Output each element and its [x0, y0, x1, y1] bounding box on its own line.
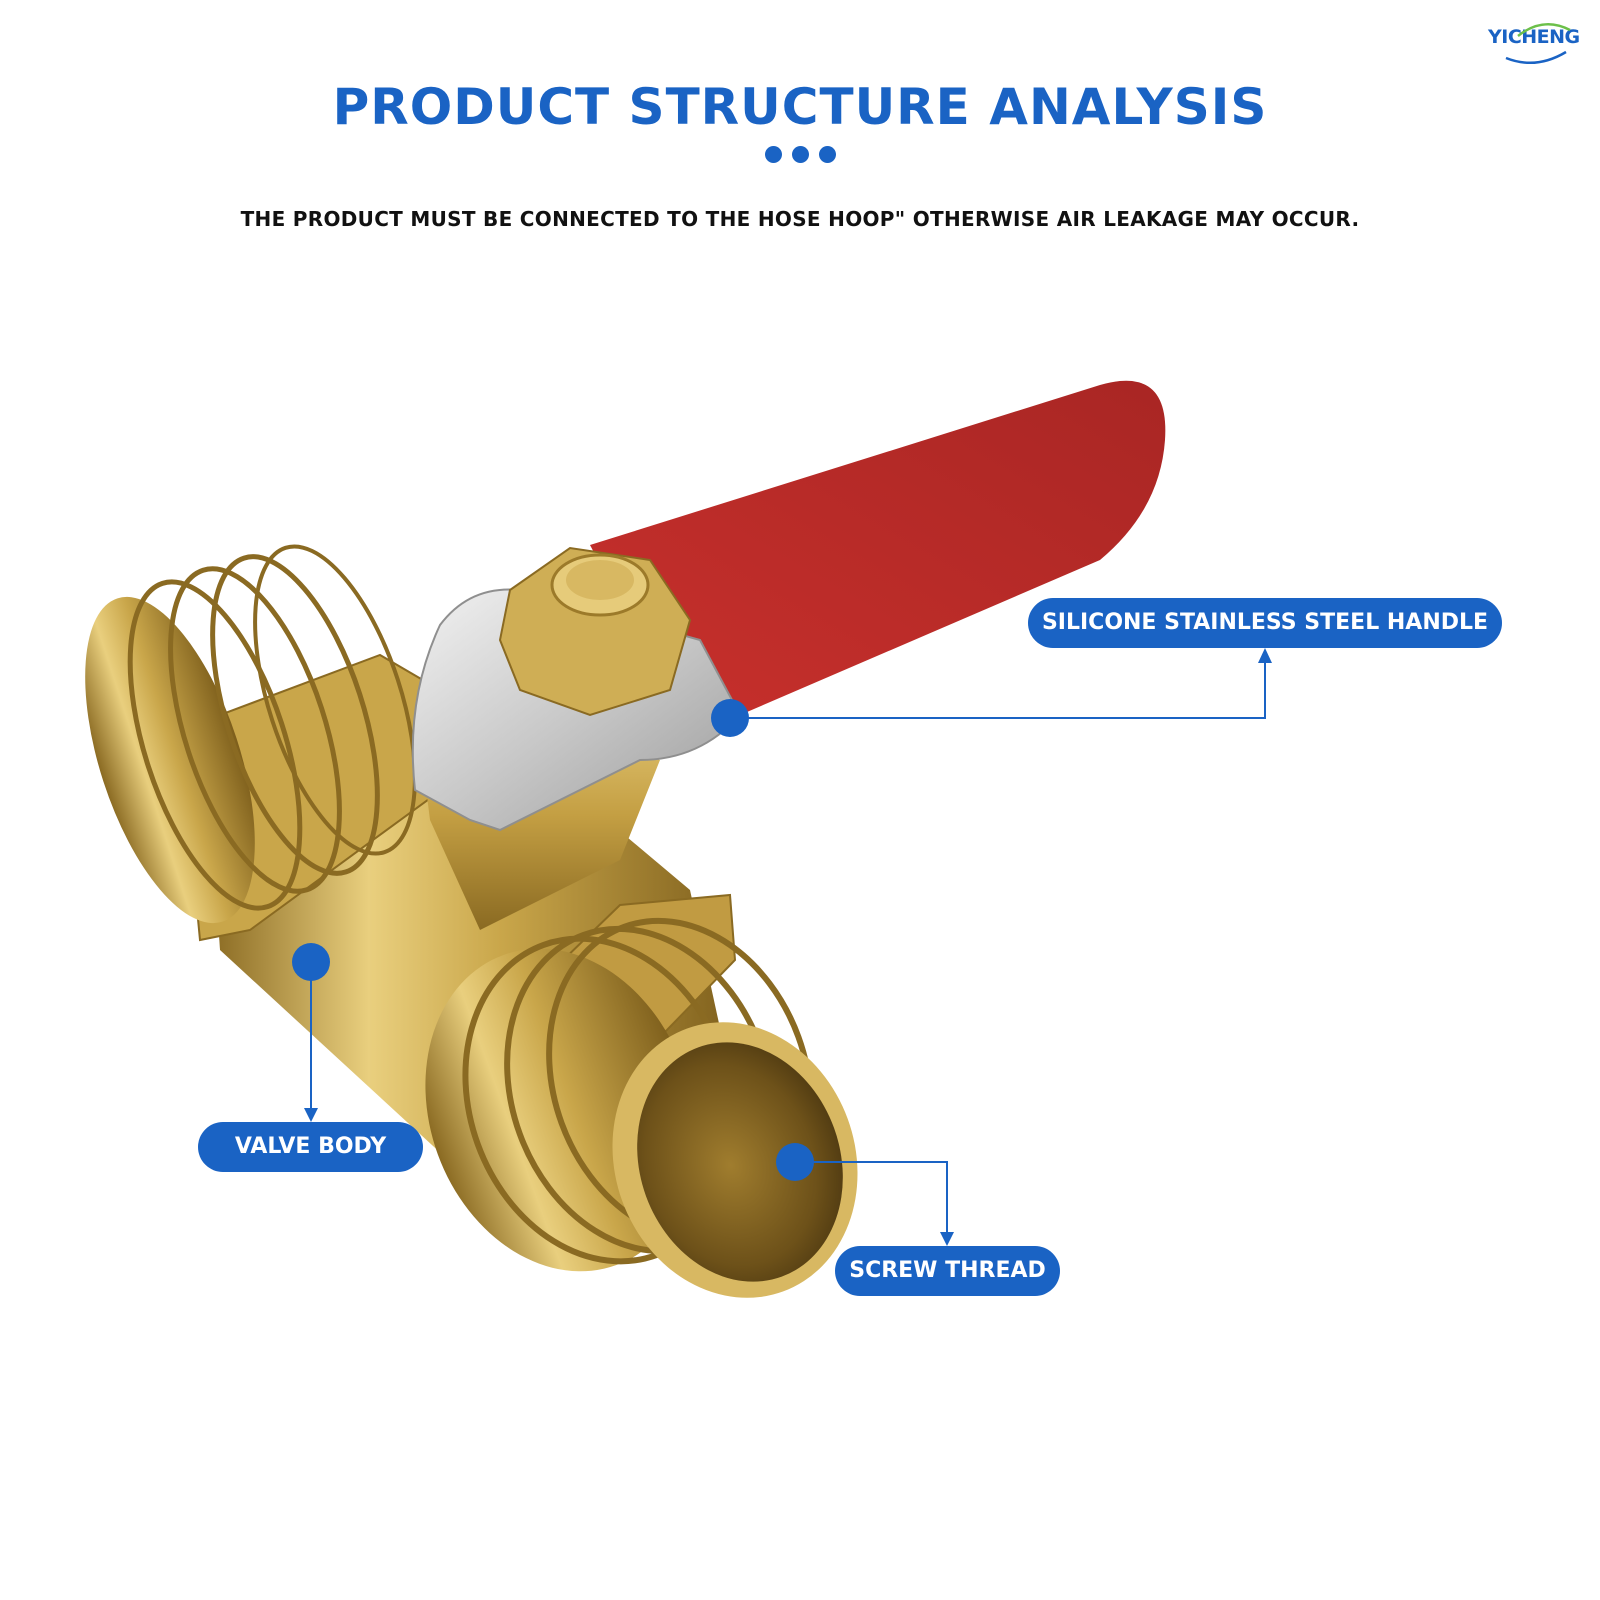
arrow-down-icon: [304, 1108, 318, 1122]
handle-grip: [590, 380, 1166, 715]
divider-dot: [791, 146, 809, 163]
handle-anchor-dot: [711, 699, 749, 737]
left-thread-shape: [85, 544, 417, 924]
body-anchor-dot: [292, 943, 330, 981]
handle-leader-line: [730, 655, 1266, 719]
callout-handle-label: SILICONE STAINLESS STEEL HANDLE: [1028, 598, 1502, 648]
arrow-up-icon: [1258, 648, 1272, 663]
thread-leader-line: [795, 1161, 948, 1243]
divider-dot: [764, 146, 782, 163]
title-divider: [0, 146, 1600, 163]
thread-anchor-dot: [776, 1143, 814, 1181]
right-thread-shape: [425, 917, 858, 1298]
callout-screw-thread-label: SCREW THREAD: [835, 1246, 1060, 1296]
brand-name: YICHENG: [1488, 26, 1580, 48]
logo-swoosh-icon: [1505, 23, 1571, 64]
arrow-down-icon: [940, 1232, 954, 1246]
divider-dot: [818, 146, 836, 163]
page-title: PRODUCT STRUCTURE ANALYSIS: [332, 78, 1268, 136]
callout-lines: [310, 655, 1266, 1243]
callout-arrows: [304, 648, 1272, 1246]
page-subtitle: THE PRODUCT MUST BE CONNECTED TO THE HOS…: [240, 207, 1360, 231]
callout-valve-body-label: VALVE BODY: [198, 1122, 423, 1172]
stem-nut: [498, 546, 692, 717]
brand-logo: YICHENG: [1488, 18, 1588, 68]
